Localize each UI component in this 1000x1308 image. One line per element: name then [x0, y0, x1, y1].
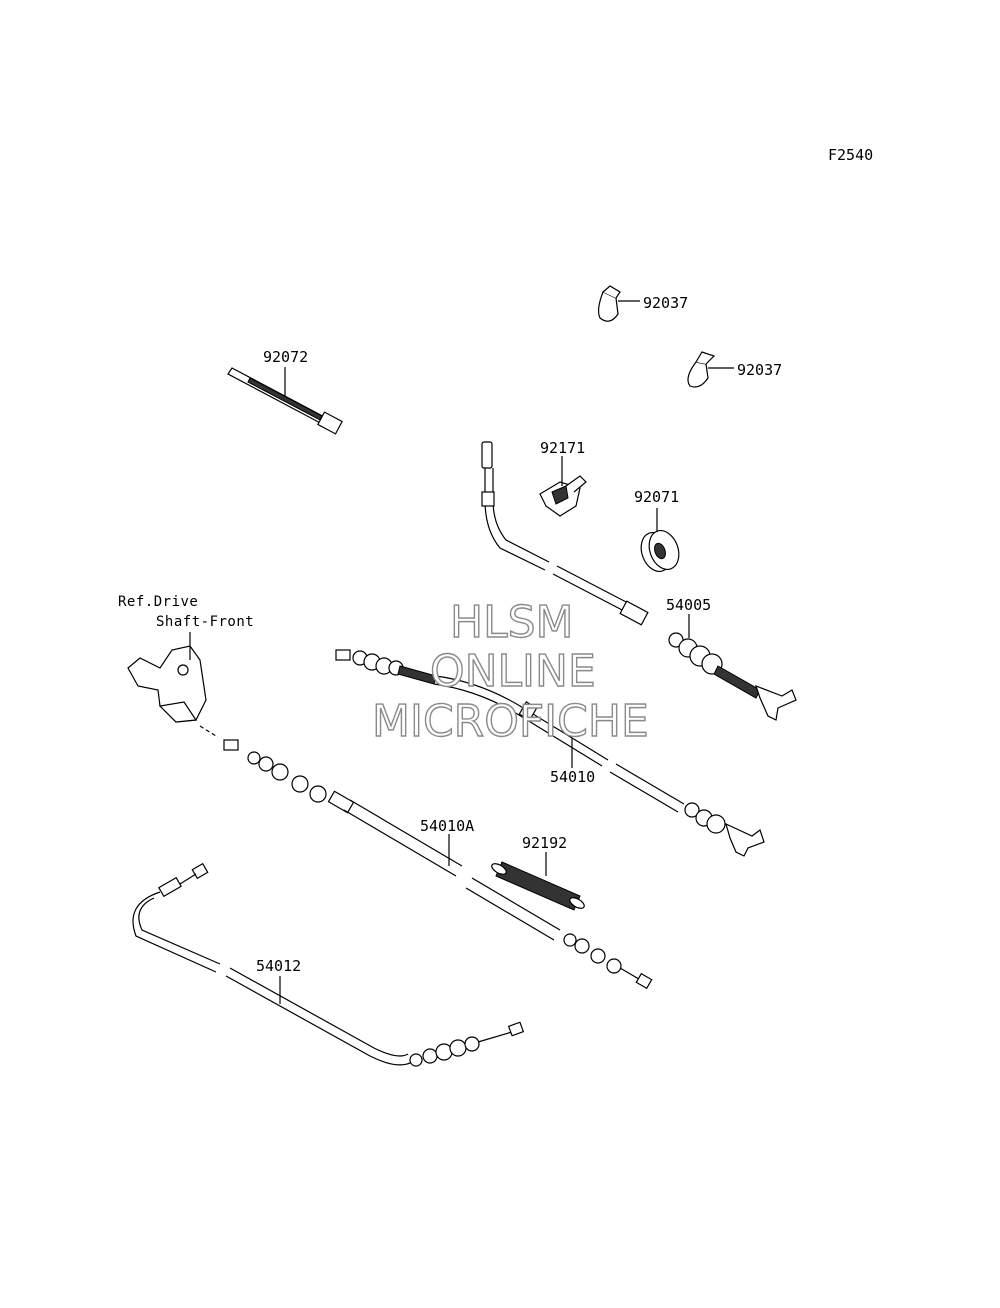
part-label-54012: 54012 [256, 957, 301, 975]
clamp-92037-upper [597, 285, 640, 322]
part-label-92037-lower: 92037 [737, 361, 782, 379]
part-label-92171: 92171 [540, 439, 585, 457]
cable-54005 [481, 441, 797, 721]
cable-54012 [132, 862, 525, 1067]
part-label-92192: 92192 [522, 834, 567, 852]
watermark-line-2: ONLINE [430, 646, 596, 697]
cable-54010 [335, 649, 765, 857]
tube-92192 [491, 852, 585, 911]
holder-92171 [539, 456, 587, 517]
drive-shaft-bracket [127, 632, 217, 737]
clamp-92037-lower [687, 351, 734, 388]
watermark-line-3: MICROFICHE [372, 696, 649, 747]
part-label-54010: 54010 [550, 768, 595, 786]
part-label-92072: 92072 [263, 348, 308, 366]
cable-54010a [223, 739, 653, 990]
reference-line-1: Ref.Drive [118, 594, 198, 610]
part-label-92071: 92071 [634, 488, 679, 506]
cable-tie-92072 [227, 367, 343, 435]
reference-line-2: Shaft-Front [156, 614, 254, 630]
watermark-line-1: HLSM [450, 597, 574, 648]
part-label-54010a: 54010A [420, 817, 474, 835]
part-label-54005: 54005 [666, 596, 711, 614]
part-label-92037-upper: 92037 [643, 294, 688, 312]
figure-code: F2540 [828, 146, 873, 164]
grommet-92071 [640, 508, 680, 572]
